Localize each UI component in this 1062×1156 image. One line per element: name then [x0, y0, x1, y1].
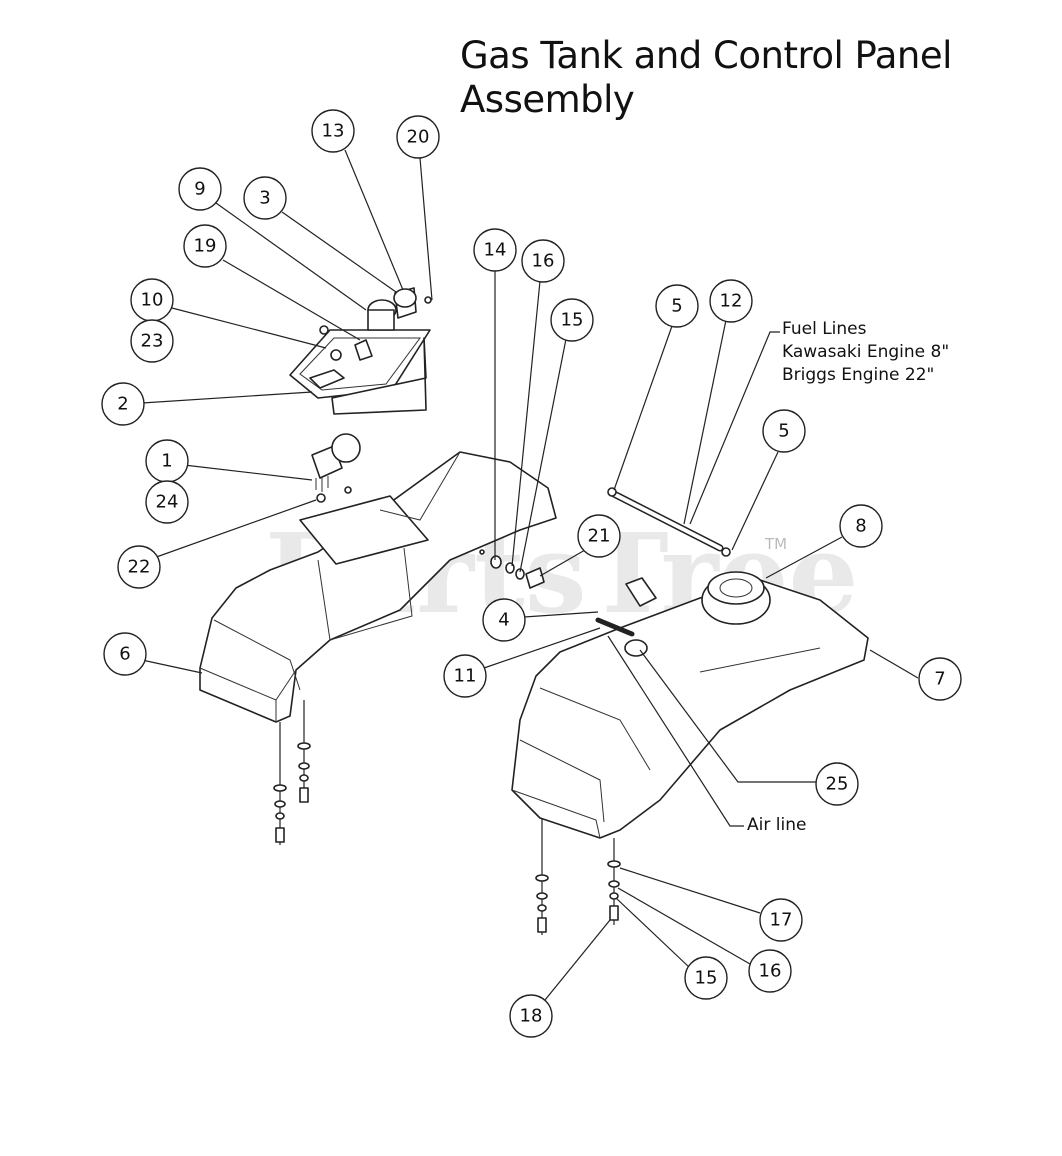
console-bolts: [273, 700, 311, 845]
svg-text:22: 22: [128, 557, 151, 578]
kawasaki-label: Kawasaki Engine 8": [782, 342, 950, 362]
nut-22: [316, 493, 326, 503]
svg-text:8: 8: [855, 516, 866, 537]
callout-7: 7: [918, 657, 962, 701]
callout-9: 9: [178, 167, 222, 211]
callout-12: 12: [709, 279, 753, 323]
title-line-2: Assembly: [460, 78, 635, 121]
svg-text:7: 7: [934, 669, 945, 690]
svg-text:1: 1: [161, 451, 172, 472]
diagram-title: Gas Tank and Control Panel Assembly: [460, 34, 952, 122]
svg-text:5: 5: [671, 296, 682, 317]
callout-15: 15: [550, 298, 594, 342]
svg-text:4: 4: [498, 610, 509, 631]
callout-4: 4: [482, 598, 526, 642]
svg-text:16: 16: [532, 251, 555, 272]
svg-text:15: 15: [561, 310, 584, 331]
svg-text:16: 16: [759, 961, 782, 982]
svg-text:15: 15: [695, 968, 718, 989]
callout-22: 22: [117, 545, 161, 589]
air-line-label: Air line: [747, 815, 807, 835]
fuel-lines-label: Fuel Lines: [782, 319, 867, 339]
svg-text:3: 3: [259, 188, 270, 209]
callout-21: 21: [577, 514, 621, 558]
callout-3: 3: [243, 176, 287, 220]
svg-text:19: 19: [194, 236, 217, 257]
tank-bolts: [535, 818, 621, 935]
callout-5-top: 5: [655, 284, 699, 328]
svg-text:9: 9: [194, 179, 205, 200]
callout-16: 16: [521, 239, 565, 283]
leader-lines: [141, 149, 919, 1001]
callout-17: 17: [759, 898, 803, 942]
fuel-lines-note: Fuel Lines Kawasaki Engine 8" Briggs Eng…: [782, 318, 949, 387]
callout-5-right: 5: [762, 409, 806, 453]
trademark-mark: TM: [764, 535, 787, 553]
svg-text:23: 23: [141, 331, 164, 352]
callout-23: 23: [130, 319, 174, 363]
svg-text:18: 18: [520, 1006, 543, 1027]
callout-1: 1: [145, 439, 189, 483]
callout-25: 25: [815, 762, 859, 806]
air-line-part: [595, 617, 635, 637]
callout-24: 24: [145, 480, 189, 524]
callout-13: 13: [311, 109, 355, 153]
callout-2: 2: [101, 382, 145, 426]
svg-text:14: 14: [484, 240, 507, 261]
ignition-switch-part: [367, 287, 417, 331]
callout-20: 20: [396, 115, 440, 159]
callout-19: 19: [183, 224, 227, 268]
svg-text:17: 17: [770, 910, 793, 931]
svg-text:10: 10: [141, 290, 164, 311]
relay-part: [311, 433, 361, 492]
title-line-1: Gas Tank and Control Panel: [460, 34, 952, 77]
svg-text:24: 24: [156, 492, 179, 513]
callout-14: 14: [473, 228, 517, 272]
gas-tank-part: [511, 571, 869, 839]
svg-text:25: 25: [826, 774, 849, 795]
callout-6: 6: [103, 632, 147, 676]
svg-text:6: 6: [119, 644, 130, 665]
svg-text:5: 5: [778, 421, 789, 442]
svg-text:13: 13: [322, 121, 345, 142]
callout-8: 8: [839, 504, 883, 548]
nut-22b: [344, 486, 352, 494]
throttle-lever-part: [309, 296, 432, 389]
callout-11: 11: [443, 654, 487, 698]
callout-16-bottom: 16: [748, 949, 792, 993]
callout-15-bottom: 15: [684, 956, 728, 1000]
svg-text:11: 11: [454, 666, 477, 687]
svg-text:20: 20: [407, 127, 430, 148]
callout-18: 18: [509, 994, 553, 1038]
console-body-part: [199, 451, 557, 723]
callout-10: 10: [130, 278, 174, 322]
briggs-label: Briggs Engine 22": [782, 365, 935, 385]
svg-text:21: 21: [588, 526, 611, 547]
fuel-fitting-part: [625, 577, 657, 607]
svg-text:12: 12: [720, 291, 743, 312]
svg-text:2: 2: [117, 394, 128, 415]
